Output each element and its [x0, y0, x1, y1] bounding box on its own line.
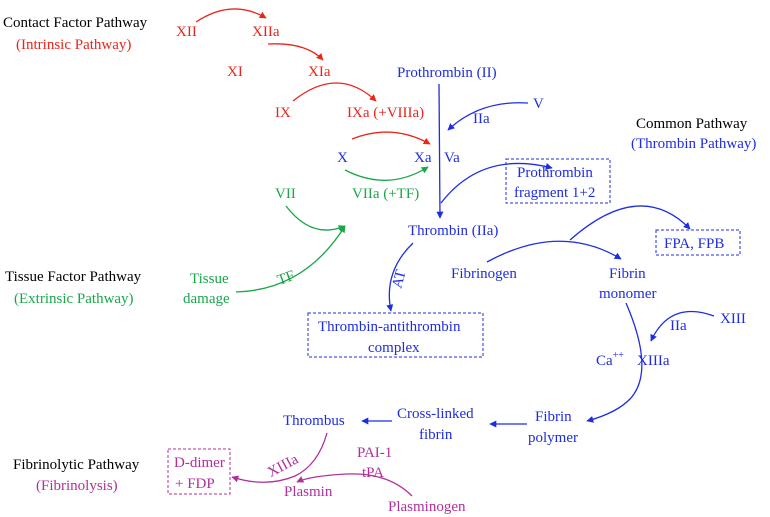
factor-xiii: XIII — [720, 311, 746, 327]
fibrin-monomer-line1: Fibrin — [609, 266, 646, 282]
fibrin-monomer-line2: monomer — [599, 286, 657, 302]
arrow-to-fpa-fpb — [569, 205, 691, 241]
factor-xi: XI — [227, 64, 243, 80]
fpa-fpb-label: FPA, FPB — [664, 236, 724, 252]
iia-activator-label: IIa — [473, 111, 490, 127]
arrow-ixa-to-x — [351, 131, 431, 145]
arrow-vii-to-viia — [285, 205, 346, 232]
fibrin-polymer-line1: Fibrin — [535, 409, 572, 425]
tat-complex-line1: Thrombin-antithrombin — [318, 319, 461, 335]
prothrombin-fragment-line2: fragment 1+2 — [514, 185, 595, 201]
ddimer-line1: D-dimer — [174, 455, 225, 471]
iia-xiii-label: IIa — [670, 318, 687, 334]
tpa-label: tPA — [362, 465, 384, 481]
tf-label: TF — [275, 268, 297, 289]
tissue-pathway-subtitle: (Extrinsic Pathway) — [14, 291, 134, 307]
contact-pathway-subtitle: (Intrinsic Pathway) — [16, 37, 131, 53]
ddimer-line2: + FDP — [175, 476, 215, 492]
crosslinked-fibrin-line1: Cross-linked — [397, 406, 474, 422]
factor-v: V — [533, 96, 544, 112]
at-label: AT — [389, 268, 409, 290]
fpa-fpb-box — [655, 229, 741, 256]
arrow-fibrinogen-to-monomer — [486, 240, 622, 263]
factor-vii: VII — [275, 186, 296, 202]
arrow-xiii-to-xiiia — [650, 310, 715, 342]
prothrombin-fragment-line1: Prothrombin — [517, 165, 593, 181]
factor-va: Va — [444, 150, 460, 166]
calcium-base: Ca — [596, 353, 613, 369]
common-pathway-title: Common Pathway — [636, 116, 748, 132]
tat-complex-box — [307, 312, 484, 358]
pai-1-label: PAI-1 — [357, 445, 392, 461]
arrow-viia-activates-x — [344, 166, 429, 181]
prothrombin-fragment-box — [505, 158, 611, 204]
factor-ixa: IXa (+VIIIa) — [347, 105, 424, 121]
ddimer-box — [167, 448, 231, 495]
arrow-to-prothrombin-fragment — [440, 162, 553, 204]
arrow-xii-to-xiia — [195, 8, 267, 23]
factor-xiiia: XIIIa — [637, 353, 670, 369]
plasminogen-label: Plasminogen — [388, 499, 466, 515]
fibrinolytic-pathway-subtitle: (Fibrinolysis) — [36, 478, 118, 494]
xiiia-fibrinolysis-label: XIIIa — [265, 451, 301, 481]
factor-xia: XIa — [308, 64, 331, 80]
factor-xiia: XIIa — [252, 24, 280, 40]
plasmin-label: Plasmin — [284, 484, 333, 500]
factor-ix: IX — [275, 105, 291, 121]
calcium-superscript: ++ — [613, 350, 625, 361]
arrow-monomer-to-polymer — [586, 302, 643, 423]
tissue-damage-label-line1: Tissue — [190, 271, 229, 287]
arrow-v-to-va — [447, 102, 529, 131]
tat-complex-line2: complex — [368, 340, 420, 356]
common-pathway-subtitle: (Thrombin Pathway) — [631, 136, 756, 152]
arrow-tissue-damage-to-viia — [235, 225, 346, 293]
thrombus-label: Thrombus — [283, 413, 345, 429]
calcium-label: Ca++ — [596, 350, 624, 369]
contact-pathway-title: Contact Factor Pathway — [3, 15, 148, 31]
factor-xii: XII — [176, 24, 197, 40]
arrow-plasminogen-to-plasmin — [296, 473, 413, 497]
tissue-pathway-title: Tissue Factor Pathway — [5, 269, 142, 285]
arrow-xia-to-ix — [292, 82, 377, 102]
arrow-thrombus-to-ddimer — [231, 432, 328, 483]
thrombin-label: Thrombin (IIa) — [408, 223, 498, 239]
prothrombin-label: Prothrombin (II) — [397, 65, 497, 81]
arrow-thrombin-to-tat-complex — [386, 242, 414, 312]
factor-x: X — [337, 150, 348, 166]
fibrinogen-label: Fibrinogen — [451, 266, 517, 282]
factor-xa: Xa — [414, 150, 432, 166]
arrow-xiia-to-xi — [267, 43, 324, 61]
fibrin-polymer-line2: polymer — [528, 430, 578, 446]
tissue-damage-label-line2: damage — [183, 291, 230, 307]
crosslinked-fibrin-line2: fibrin — [419, 427, 453, 443]
fibrinolytic-pathway-title: Fibrinolytic Pathway — [13, 457, 140, 473]
arrow-prothrombin-to-thrombin — [436, 83, 444, 219]
factor-viia: VIIa (+TF) — [352, 186, 419, 202]
